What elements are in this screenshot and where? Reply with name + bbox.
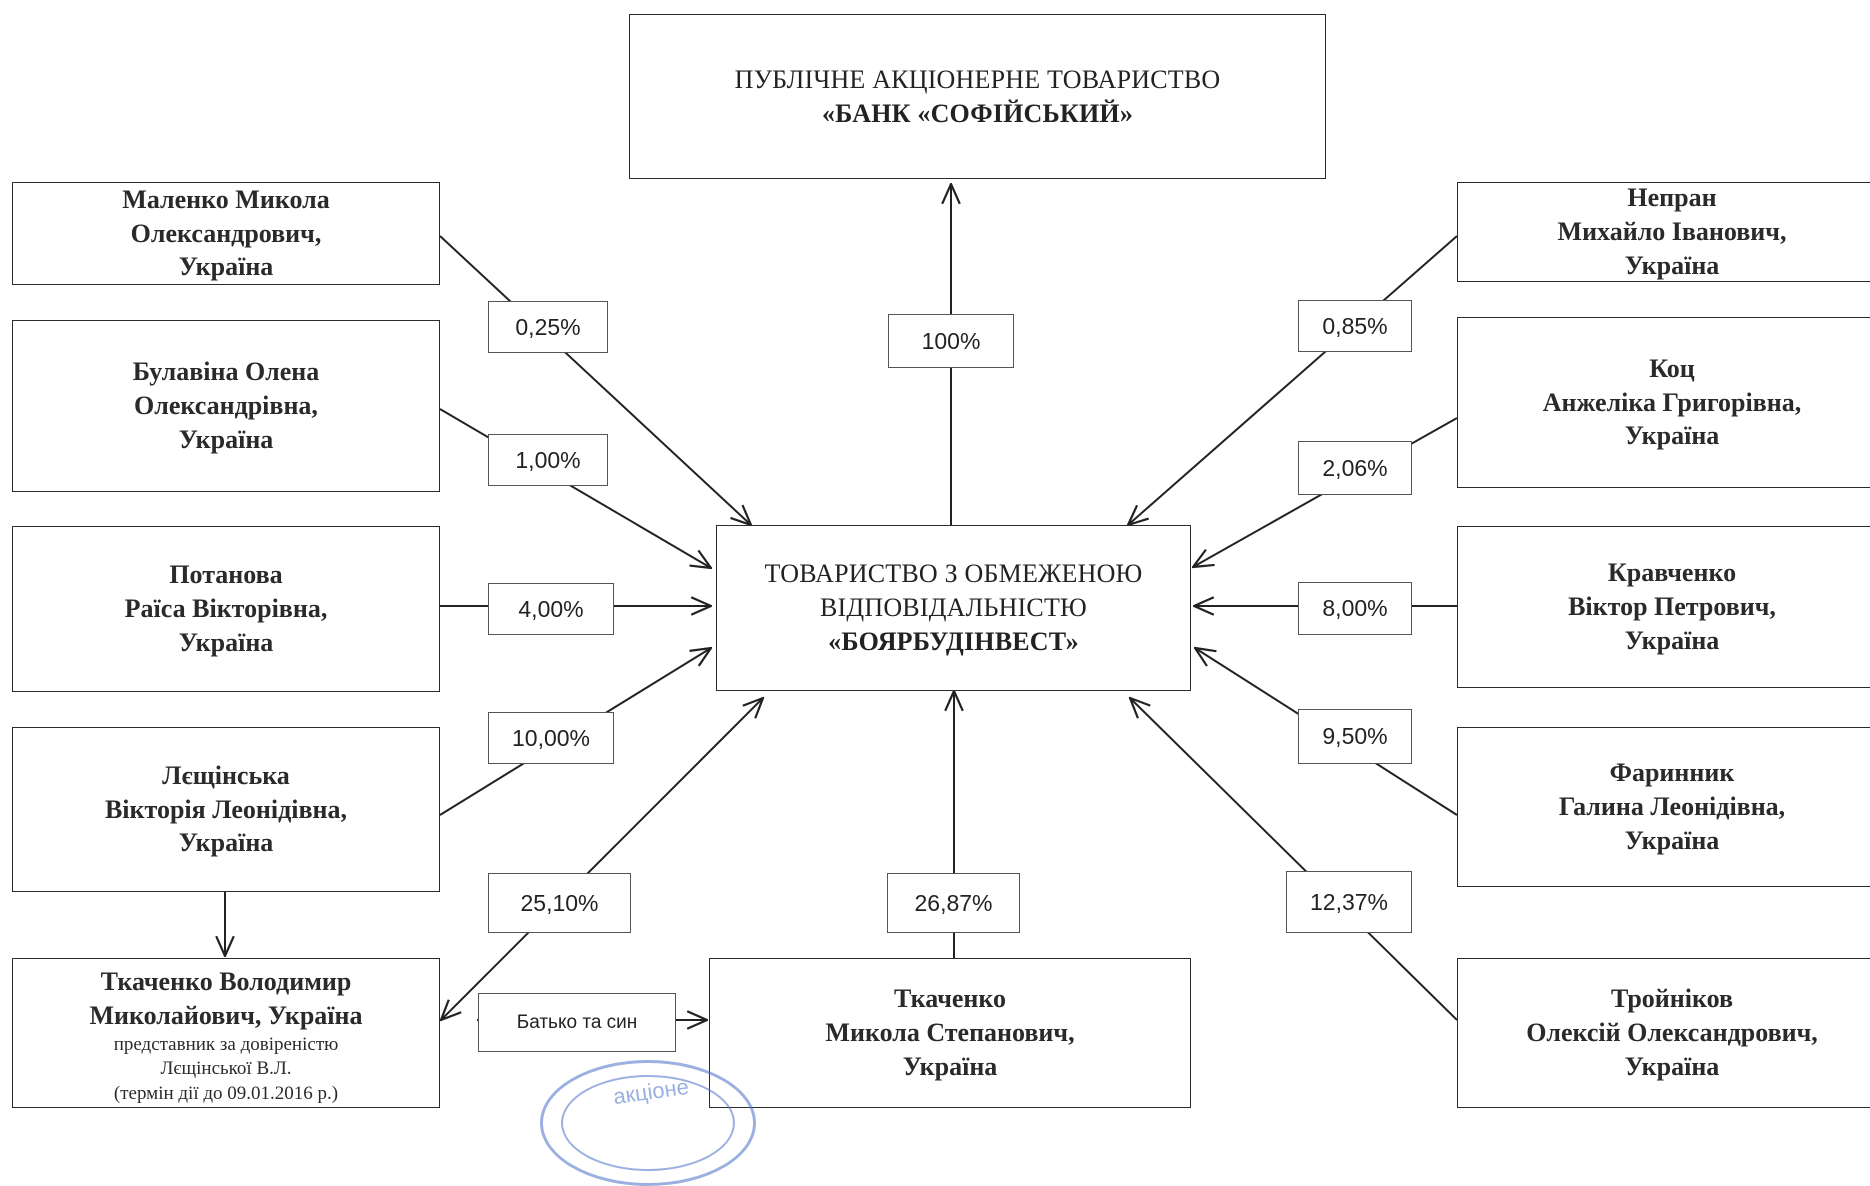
company-box: ТОВАРИСТВО З ОБМЕЖЕНОЮ ВІДПОВІДАЛЬНІСТЮ … — [716, 525, 1191, 691]
shareholder-potanova: Потанова Раїса Вікторівна, Україна — [12, 526, 440, 692]
share-bank: 100% — [888, 314, 1014, 368]
relation-label: Батько та син — [478, 993, 676, 1052]
shareholder-name: Олексій Олександрович, — [1526, 1018, 1818, 1048]
shareholder-country: Україна — [902, 1051, 998, 1081]
line-troinikov — [1130, 698, 1458, 1021]
shareholder-tkachenko-m: Ткаченко Микола Степанович, Україна — [709, 958, 1191, 1108]
share-malenko: 0,25% — [488, 301, 608, 353]
seal-stamp: акціоне — [540, 1060, 756, 1186]
share-bulavina: 1,00% — [488, 434, 608, 486]
shareholder-name: Галина Леонідівна, — [1558, 792, 1786, 822]
bank-box: ПУБЛІЧНЕ АКЦІОНЕРНЕ ТОВАРИСТВО «БАНК «СО… — [629, 14, 1326, 179]
proxy-note: представник за довіреністю — [113, 1033, 339, 1055]
share-potanova: 4,00% — [488, 583, 614, 635]
shareholder-country: Україна — [178, 627, 274, 657]
shareholder-leschinska: Лєщінська Вікторія Леонідівна, Україна — [12, 727, 440, 892]
shareholder-name: Анжеліка Григорівна, — [1542, 387, 1802, 417]
shareholder-name: Ткаченко Володимир — [100, 967, 352, 996]
shareholder-name: Булавіна Олена — [132, 357, 320, 387]
bank-name-line1: ПУБЛІЧНЕ АКЦІОНЕРНЕ ТОВАРИСТВО — [734, 64, 1221, 94]
shareholder-nepran: Непран Михайло Іванович, Україна — [1457, 182, 1870, 282]
shareholder-name: Віктор Петрович, — [1568, 592, 1776, 622]
proxy-note: Лєщінської В.Л. — [160, 1058, 292, 1080]
shareholder-name: Олександрович, — [130, 218, 322, 248]
share-troinikov: 12,37% — [1286, 871, 1412, 933]
shareholder-name: Лєщінська — [162, 760, 290, 790]
shareholder-name: Миколайович, Україна — [89, 1000, 363, 1030]
line-malenko — [439, 235, 751, 525]
proxy-term: (термін дії до 09.01.2016 р.) — [113, 1082, 339, 1104]
shareholder-name: Коц — [1649, 353, 1695, 383]
shareholder-name: Ткаченко — [893, 984, 1007, 1014]
shareholder-country: Україна — [1624, 625, 1720, 655]
shareholder-farynnyk: Фаринник Галина Леонідівна, Україна — [1457, 727, 1870, 887]
share-tkachenko-m: 26,87% — [887, 873, 1020, 933]
share-farynnyk: 9,50% — [1298, 709, 1412, 764]
shareholder-tkachenko-v: Ткаченко Володимир Миколайович, Україна … — [12, 958, 440, 1108]
shareholder-troinikov: Тройніков Олексій Олександрович, Україна — [1457, 958, 1870, 1108]
shareholder-name: Михайло Іванович, — [1557, 217, 1787, 247]
share-kravchenko: 8,00% — [1298, 582, 1412, 635]
shareholder-bulavina: Булавіна Олена Олександрівна, Україна — [12, 320, 440, 492]
share-tkachenko-v: 25,10% — [488, 873, 631, 933]
shareholder-name: Микола Степанович, — [825, 1018, 1075, 1048]
shareholder-country: Україна — [178, 828, 274, 858]
line-bulavina — [439, 408, 711, 568]
line-tkachenko-v — [441, 698, 763, 1020]
company-name-line2: ВІДПОВІДАЛЬНІСТЮ — [820, 593, 1087, 623]
shareholder-name: Непран — [1627, 183, 1717, 213]
company-name-line1: ТОВАРИСТВО З ОБМЕЖЕНОЮ — [764, 559, 1143, 589]
company-name-line3: «БОЯРБУДІНВЕСТ» — [828, 626, 1079, 656]
shareholder-name: Маленко Микола — [122, 184, 330, 214]
shareholder-name: Потанова — [169, 560, 283, 590]
bank-name-line2: «БАНК «СОФІЙСЬКИЙ» — [821, 98, 1134, 128]
shareholder-name: Раїса Вікторівна, — [124, 594, 328, 624]
shareholder-name: Тройніков — [1610, 984, 1734, 1014]
shareholder-name: Фаринник — [1609, 758, 1735, 788]
share-leschinska: 10,00% — [488, 712, 614, 764]
shareholder-country: Україна — [1624, 421, 1720, 451]
shareholder-name: Олександрівна, — [134, 391, 318, 421]
shareholder-country: Україна — [1624, 250, 1720, 280]
share-kots: 2,06% — [1298, 441, 1412, 495]
shareholder-malenko: Маленко Микола Олександрович, Україна — [12, 182, 440, 285]
shareholder-country: Україна — [178, 252, 274, 282]
shareholder-kravchenko: Кравченко Віктор Петрович, Україна — [1457, 526, 1870, 688]
shareholder-country: Україна — [1624, 1051, 1720, 1081]
shareholder-name: Вікторія Леонідівна, — [104, 794, 348, 824]
share-nepran: 0,85% — [1298, 300, 1412, 352]
shareholder-name: Кравченко — [1607, 558, 1737, 588]
line-nepran — [1128, 235, 1458, 525]
shareholder-country: Україна — [178, 424, 274, 454]
shareholder-country: Україна — [1624, 825, 1720, 855]
shareholder-kots: Коц Анжеліка Григорівна, Україна — [1457, 317, 1870, 488]
